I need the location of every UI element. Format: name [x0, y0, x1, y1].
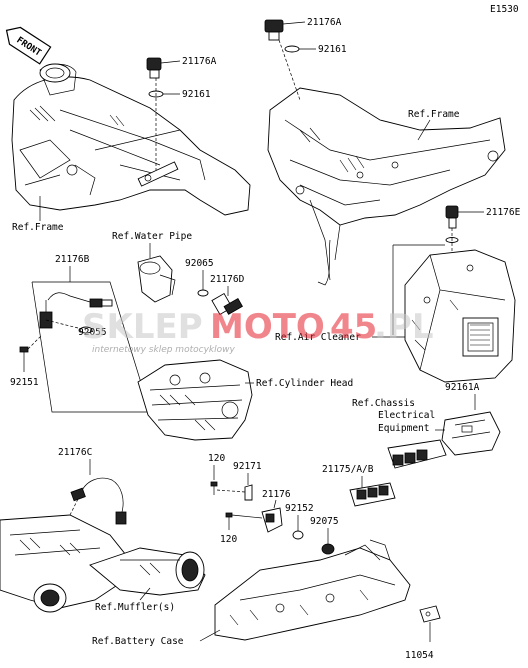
ref-frame-right: Ref.Frame	[408, 109, 460, 120]
label-92152: 92152	[285, 503, 314, 514]
watermark-tagline: internetowy sklep motocyklowy	[92, 345, 235, 355]
ref-cylinder-head: Ref.Cylinder Head	[256, 378, 353, 389]
part-92171-clamp	[244, 473, 253, 501]
watermark-brand-right: MOTO	[210, 307, 325, 347]
ref-muffler: Ref.Muffler(s)	[95, 602, 175, 613]
ecu-connector-illustration	[387, 439, 447, 469]
part-92161a-bracket	[441, 411, 501, 456]
ref-battery-case: Ref.Battery Case	[92, 636, 184, 647]
watermark-brand-left: SKLEP	[82, 307, 203, 347]
label-21176b: 21176B	[55, 254, 90, 265]
label-92075: 92075	[310, 516, 339, 527]
part-92161-left-washer	[148, 78, 180, 170]
air-cleaner-illustration	[404, 249, 516, 383]
part-120-bolt-b	[225, 512, 263, 530]
part-92152-collar	[292, 515, 304, 540]
ref-chassis-line1: Ref.Chassis	[352, 398, 415, 409]
muffler-illustration	[0, 514, 206, 613]
label-11054: 11054	[405, 650, 434, 661]
part-92075-damper	[321, 528, 335, 555]
label-92161a: 92161A	[445, 382, 480, 393]
watermark-brand-tld: .PL	[374, 307, 434, 347]
part-92055-oring	[45, 319, 93, 334]
part-21176a-top-sensor	[264, 19, 306, 101]
label-92171: 92171	[233, 461, 262, 472]
label-92161-top: 92161	[318, 44, 347, 55]
label-21176d: 21176D	[210, 274, 245, 285]
water-pipe-fitting-illustration	[137, 255, 176, 303]
label-92055: 92055	[78, 327, 107, 338]
frame-right-illustration	[267, 87, 506, 286]
ref-air-cleaner: Ref.Air Cleaner	[275, 332, 361, 343]
part-92161-top-washer	[284, 45, 316, 53]
ref-water-pipe: Ref.Water Pipe	[112, 231, 192, 242]
part-21176a-left-sensor	[146, 57, 181, 79]
label-21176a-left: 21176A	[182, 56, 217, 67]
part-11054-bracket	[419, 605, 441, 642]
label-92065: 92065	[185, 258, 214, 269]
label-21176c: 21176C	[58, 447, 92, 458]
part-21176c-sensor-cable	[69, 477, 127, 525]
ref-chassis-line2: Electrical	[378, 410, 435, 421]
label-21175ab: 21175/A/B	[322, 464, 374, 475]
part-21175ab-ecu	[349, 476, 396, 507]
cylinder-head-illustration	[137, 359, 253, 441]
watermark-brand-num: 45	[330, 307, 377, 347]
label-120-a: 120	[208, 453, 225, 464]
front-arrow-icon: FRONT	[5, 26, 52, 65]
ref-chassis-line3: Equipment	[378, 423, 429, 434]
frame-left-illustration	[11, 63, 251, 216]
part-21176d-sensor	[211, 286, 243, 316]
part-21176e-sensor	[445, 205, 484, 275]
label-21176e: 21176E	[486, 207, 521, 218]
label-92161-left: 92161	[182, 89, 211, 100]
diagram-code: E1530	[490, 4, 519, 15]
part-21176-sensor	[261, 499, 283, 533]
part-120-bolt-a	[210, 465, 246, 495]
battery-case-illustration	[214, 539, 411, 641]
ref-frame-left: Ref.Frame	[12, 222, 64, 233]
label-92151: 92151	[10, 377, 39, 388]
watermark: SKLEP MOTO 45 .PL internetowy sklep moto…	[82, 307, 434, 355]
label-120-b: 120	[220, 534, 237, 545]
part-92065-washer	[197, 270, 209, 297]
part-92151-bolt	[19, 334, 43, 372]
label-21176a-top: 21176A	[307, 17, 342, 28]
label-21176: 21176	[262, 489, 291, 500]
